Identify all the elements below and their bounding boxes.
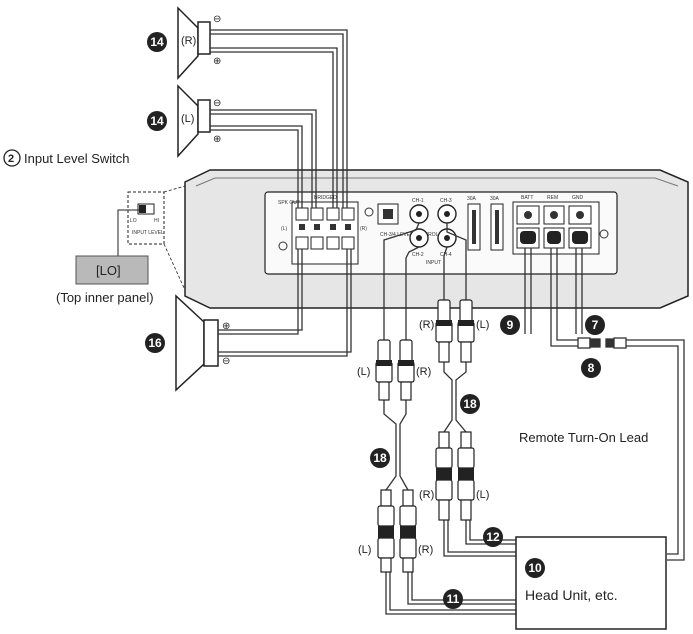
left-lower-r-label: (R) (418, 544, 433, 556)
rca-plugs-right-lower: (R) (L) (419, 431, 489, 521)
rca-plugs-left-upper: (L) (R) (357, 339, 431, 401)
panel-l-label: (L) (281, 226, 287, 232)
head-unit: Head Unit, etc. (515, 536, 667, 630)
power-terminals: BATT REM GND (512, 195, 609, 255)
callout-18-left: 18 (370, 448, 390, 468)
svg-text:8: 8 (588, 361, 595, 375)
svg-text:16: 16 (148, 336, 162, 350)
ch34-level-control[interactable]: CH-3/4 LEVEL CONTROL (377, 203, 439, 238)
speaker-wires (210, 29, 352, 357)
fuses: 30A 30A (467, 196, 504, 251)
ch4-label: CH-4 (440, 252, 452, 258)
speaker-right-label: (R) (181, 35, 196, 47)
speaker-left-plus: ⊕ (213, 134, 221, 145)
remote-lead-label: Remote Turn-On Lead (519, 430, 648, 445)
batt-label: BATT (521, 195, 533, 201)
ch3-label: CH-3 (440, 198, 452, 204)
gnd-label: GND (572, 195, 584, 201)
svg-text:7: 7 (592, 318, 599, 332)
left-upper-r-label: (R) (416, 366, 431, 378)
svg-text:9: 9 (507, 318, 514, 332)
fuse-2-label: 30A (490, 196, 500, 202)
callout-16: 16 (145, 333, 165, 353)
svg-text:12: 12 (486, 530, 500, 544)
input-label: INPUT (426, 260, 441, 266)
lo-mark: LO (130, 218, 137, 224)
callout-7: 7 (585, 315, 605, 335)
rca-input-jacks: CH-1 CH-3 CH-2 CH-4 INPUT (409, 198, 457, 266)
fuse-1-label: 30A (467, 196, 477, 202)
lo-box-label: [LO] (96, 263, 121, 278)
speaker-sub-minus: ⊖ (222, 356, 230, 367)
callout-18-right: 18 (460, 394, 480, 414)
callout-14-top: 14 (147, 32, 167, 52)
rem-label: REM (547, 195, 558, 201)
right-upper-l-label: (L) (476, 319, 489, 331)
callout-14-middle: 14 (147, 111, 167, 131)
ch2-label: CH-2 (412, 252, 424, 258)
svg-text:11: 11 (447, 592, 460, 606)
left-lower-l-label: (L) (358, 544, 371, 556)
svg-text:10: 10 (528, 561, 542, 575)
callout-11: 11 (443, 589, 463, 609)
ch1-label: CH-1 (412, 198, 424, 204)
spk-out-label: SPK OUT (278, 200, 300, 206)
speaker-sub: ⊕ ⊖ (175, 294, 230, 392)
speaker-right: (R) ⊖ ⊕ (177, 6, 221, 80)
level-control-label: CH-3/4 LEVEL CONTROL (380, 232, 439, 238)
rca-cable-left (383, 222, 516, 615)
speaker-right-minus: ⊖ (213, 14, 221, 25)
panel-r-label: (R) (360, 226, 367, 232)
rca-cable-right (443, 223, 516, 557)
speaker-left: (L) ⊖ ⊕ (177, 84, 221, 158)
speaker-left-label: (L) (181, 113, 194, 125)
svg-text:14: 14 (150, 114, 164, 128)
svg-text:18: 18 (373, 451, 387, 465)
bridged-label: BRIDGED (314, 195, 337, 201)
rca-plugs-left-lower: (L) (R) (358, 489, 433, 573)
callout-2: 2 (8, 153, 14, 165)
head-unit-label: Head Unit, etc. (525, 587, 618, 603)
right-lower-l-label: (L) (476, 489, 489, 501)
svg-text:18: 18 (463, 397, 477, 411)
callout-12: 12 (483, 527, 503, 547)
speaker-right-plus: ⊕ (213, 56, 221, 67)
callout-10: 10 (525, 558, 545, 578)
rca-plugs-right-upper: (R) (L) (419, 299, 489, 363)
amplifier (184, 169, 689, 309)
svg-text:14: 14 (150, 35, 164, 49)
input-level-switch-label: Input Level Switch (24, 151, 130, 166)
left-upper-l-label: (L) (357, 366, 370, 378)
power-leads (524, 248, 685, 561)
speaker-terminal-block: SPK OUT BRIDGED (L) (R) (278, 195, 374, 265)
right-lower-r-label: (R) (419, 489, 434, 501)
speaker-left-minus: ⊖ (213, 98, 221, 109)
hi-mark: HI (154, 218, 159, 224)
input-level-mark: INPUT LEVEL (132, 230, 164, 236)
speaker-sub-plus: ⊕ (222, 321, 230, 332)
input-level-switch: 2 Input Level Switch LO HI INPUT LEVEL [… (3, 149, 186, 305)
right-upper-r-label: (R) (419, 319, 434, 331)
callout-8: 8 (581, 358, 601, 378)
top-inner-panel-label: (Top inner panel) (56, 290, 154, 305)
callout-9: 9 (500, 315, 520, 335)
